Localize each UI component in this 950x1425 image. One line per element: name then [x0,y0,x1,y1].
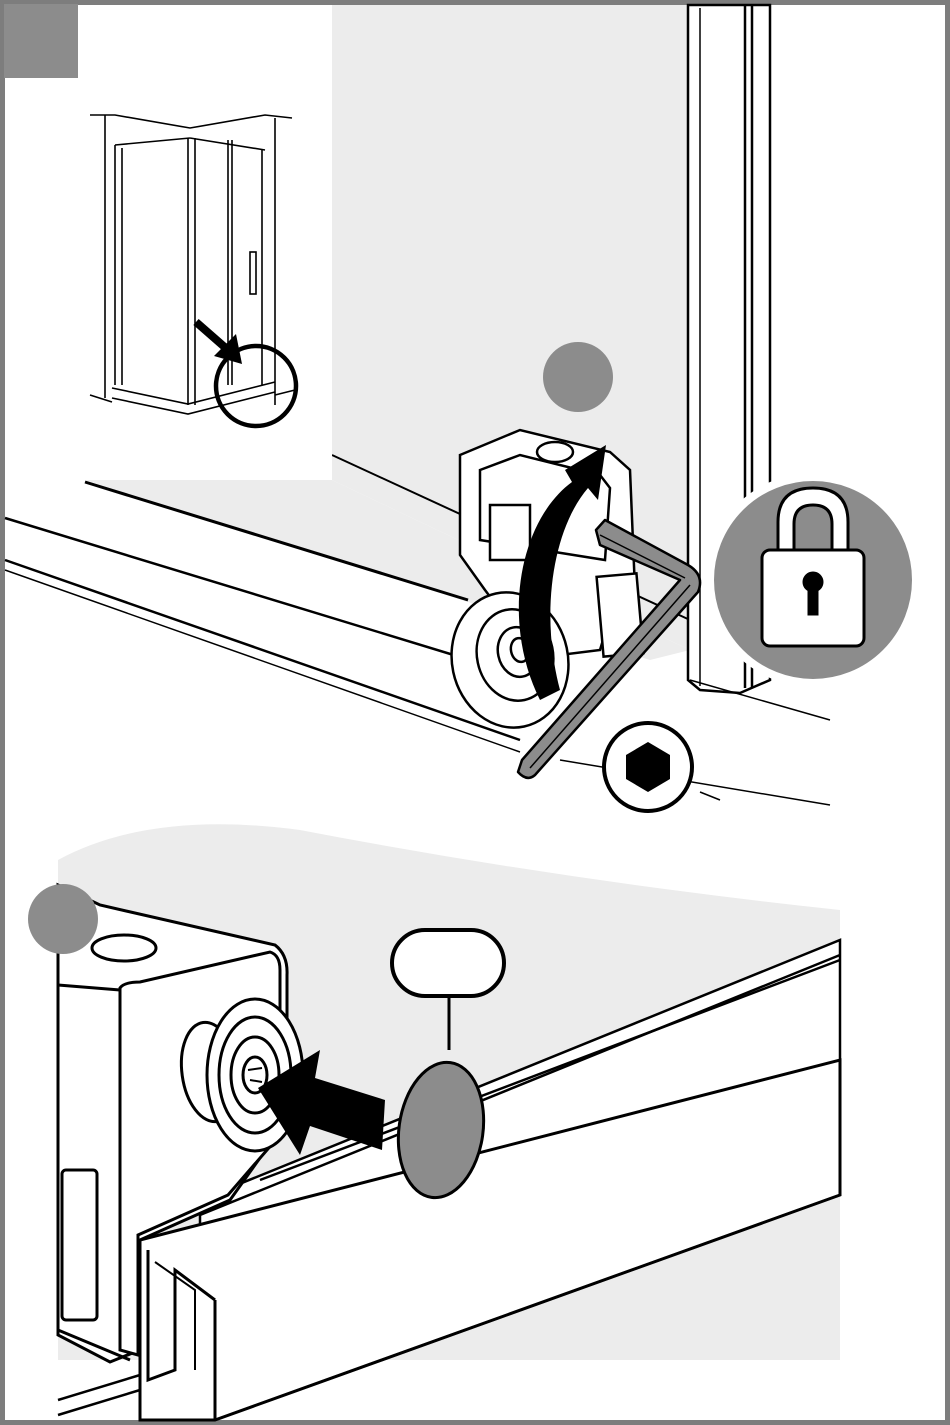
step-number [4,4,78,78]
callout-number-1 [543,342,613,412]
hex-socket-icon [604,723,692,811]
cap-count-label [392,930,504,996]
lock-badge [710,477,916,683]
callout-number-2 [28,884,98,954]
